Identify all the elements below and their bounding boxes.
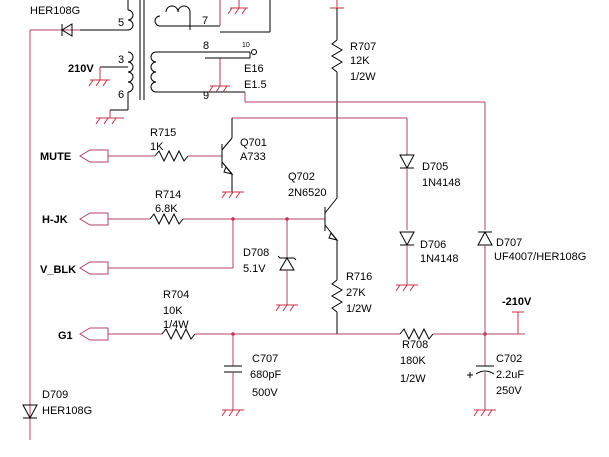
d707-ref: D707 [496,237,522,249]
e16-capacitor: E16 E1.5 [205,49,267,91]
c702-capacitor: C702 2.2uF 250V [467,334,524,417]
r716-rating: 1/2W [346,303,372,315]
d708-zener: D708 5.1V [243,219,298,312]
r714-value: 6.8K [155,203,178,215]
q702-transistor: Q702 2N6520 [288,171,339,241]
q701-transistor: Q701 A733 [221,118,267,199]
q701-part: A733 [240,151,266,163]
vblk-label: V_BLK [40,264,76,276]
r707-value: 12K [350,55,370,67]
r714-resistor: R714 6.8K [108,189,325,226]
transformer: 5 7 3 8 6 9 10 210V [68,0,271,110]
r708-value: 180K [400,355,426,367]
r704-rating: 1/4W [163,319,189,331]
d706-ref: D706 [420,239,446,251]
vblk-port: V_BLK [40,219,234,276]
r707-rating: 1/2W [350,71,376,83]
r715-value: 1K [150,141,164,153]
hjk-label: H-JK [42,214,68,226]
pin-7: 7 [202,15,208,27]
pin-3: 3 [118,54,124,66]
e16-value: E1.5 [244,79,267,91]
c707-capacitor: C707 680pF 500V [221,334,281,417]
r708-resistor: R708 180K 1/2W [399,327,525,385]
pin-8: 8 [203,40,209,52]
c707-ref: C707 [252,353,278,365]
hjk-port: H-JK [42,212,109,226]
r708-ref: R708 [402,339,428,351]
pin-5: 5 [118,17,124,29]
neg210-label: -210V [502,296,532,308]
pin-9: 9 [203,90,209,102]
r715-ref: R715 [150,127,176,139]
d708-ref: D708 [243,247,269,259]
d709-part: HER108G [42,405,92,417]
r704-resistor: R704 10K 1/4W [108,289,487,341]
g1-port: G1 [58,327,109,342]
d709-diode: D709 HER108G [22,389,92,420]
d705-part: 1N4148 [422,177,461,189]
c707-value: 680pF [250,369,281,381]
c702-value: 2.2uF [496,369,524,381]
c702-ref: C702 [496,353,522,365]
neg210-port: -210V [502,296,532,334]
diode-top: HER108G [29,5,80,440]
diode-top-ref: HER108G [30,5,80,17]
d706-diode: D706 1N4148 [395,231,459,292]
q701-ref: Q701 [240,137,267,149]
q702-part: 2N6520 [288,187,327,199]
e16-ref: E16 [244,63,264,75]
d709-ref: D709 [42,389,68,401]
d705-diode: D705 1N4148 [399,154,461,230]
r716-value: 27K [346,287,366,299]
r714-ref: R714 [155,189,181,201]
d705-ref: D705 [422,161,448,173]
mute-port: MUTE [40,149,109,163]
g1-label: G1 [58,330,73,342]
label-210v: 210V [68,63,94,75]
pin-10: 10 [242,42,250,49]
r715-resistor: R715 1K [108,127,222,163]
d707-diode: D707 UF4007/HER108G [477,230,586,334]
c702-rating: 250V [496,385,522,397]
r708-rating: 1/2W [400,373,426,385]
q702-ref: Q702 [288,171,315,183]
r707-ref: R707 [350,41,376,53]
r704-ref: R704 [163,289,189,301]
r707-resistor: R707 12K 1/2W [330,0,376,198]
d706-part: 1N4148 [420,253,459,265]
ground-symbols-top [88,0,248,125]
r716-resistor: R716 27K 1/2W [331,240,372,334]
pin9-bus [232,92,486,230]
mute-label: MUTE [40,151,71,163]
r704-value: 10K [163,305,183,317]
d707-part: UF4007/HER108G [494,251,586,263]
pin-6: 6 [118,89,124,101]
d708-value: 5.1V [243,263,266,275]
r716-ref: R716 [346,271,372,283]
c707-rating: 500V [252,387,278,399]
